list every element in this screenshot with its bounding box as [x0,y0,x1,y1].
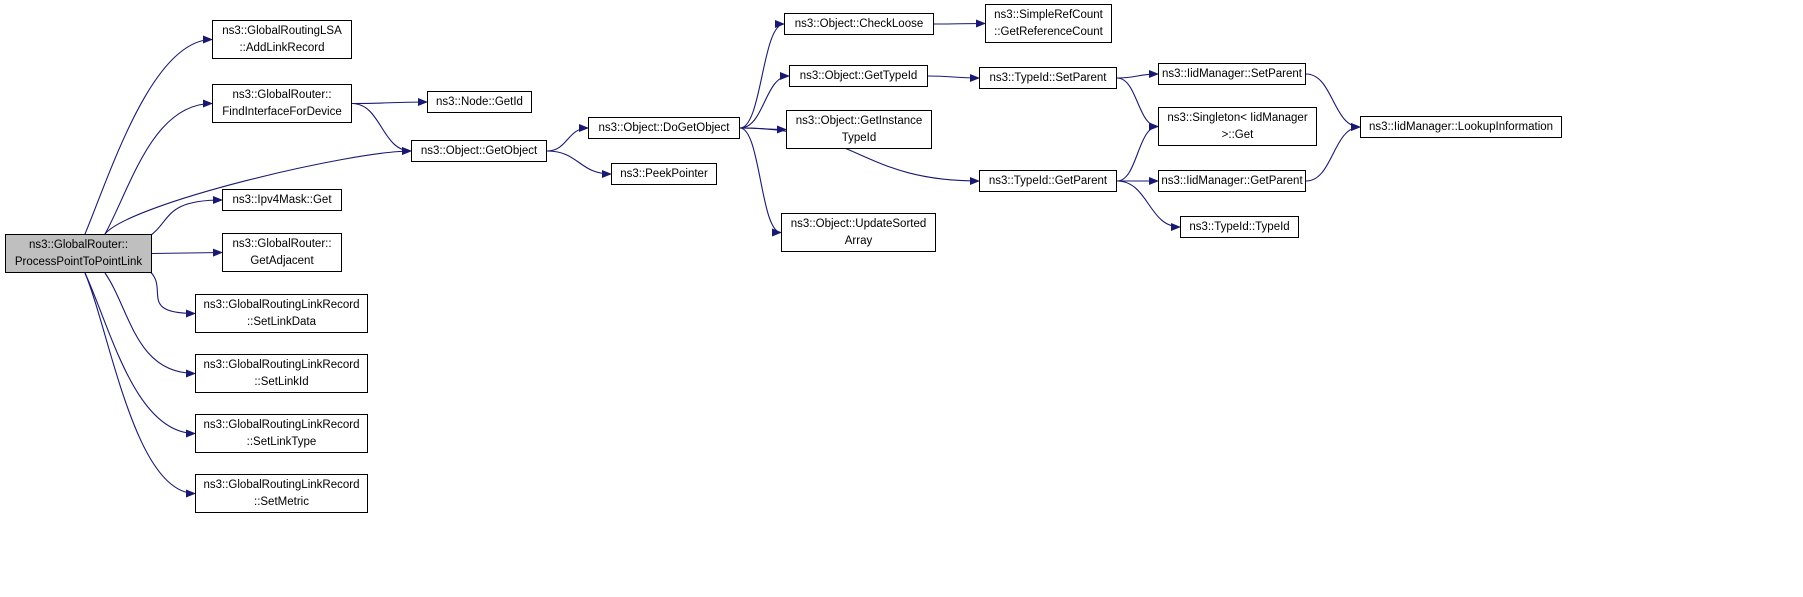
node-findif[interactable]: ns3::GlobalRouter:: FindInterfaceForDevi… [212,84,352,123]
node-root: ns3::GlobalRouter:: ProcessPointToPointL… [5,234,152,273]
edge-findif-to-nodegetid [351,98,428,107]
edge-dogetobject-to-gettypeid [739,72,790,129]
node-lookup[interactable]: ns3::IidManager::LookupInformation [1360,116,1562,138]
node-tgetparent[interactable]: ns3::TypeId::GetParent [979,170,1117,192]
edge-findif-to-getobject [351,102,412,155]
node-updatesorted[interactable]: ns3::Object::UpdateSorted Array [781,213,936,252]
edge-dogetobject-to-tgetparent [739,127,980,185]
node-refcount[interactable]: ns3::SimpleRefCount ::GetReferenceCount [985,4,1112,43]
node-getobject[interactable]: ns3::Object::GetObject [411,140,547,162]
node-getinstance[interactable]: ns3::Object::GetInstance TypeId [786,110,932,149]
edge-root-to-ipv4get [146,196,223,239]
node-singleton[interactable]: ns3::Singleton< IidManager >::Get [1158,107,1317,146]
node-typeidctor[interactable]: ns3::TypeId::TypeId [1180,216,1299,238]
node-getadj[interactable]: ns3::GlobalRouter:: GetAdjacent [222,233,342,272]
edge-tgetparent-to-typeidctor [1116,180,1181,231]
node-iidsetparent[interactable]: ns3::IidManager::SetParent [1158,63,1306,85]
edge-iidgetparent-to-lookup [1305,123,1361,182]
edge-tgetparent-to-singleton [1116,122,1159,182]
node-setlinktype[interactable]: ns3::GlobalRoutingLinkRecord ::SetLinkTy… [195,414,368,453]
edge-root-to-setlinkdata [146,268,196,318]
edge-gettypeid-to-tsetparent [927,73,980,82]
edge-tsetparent-to-singleton [1116,77,1159,131]
edge-checkloose-to-refcount [933,19,986,28]
edge-root-to-getadj [151,248,223,257]
edge-root-to-setlinkid [104,272,196,378]
node-setlinkdata[interactable]: ns3::GlobalRoutingLinkRecord ::SetLinkDa… [195,294,368,333]
node-checkloose[interactable]: ns3::Object::CheckLoose [784,13,934,35]
node-dogetobject[interactable]: ns3::Object::DoGetObject [588,117,740,139]
node-tsetparent[interactable]: ns3::TypeId::SetParent [979,67,1117,89]
edge-layer [84,19,1361,498]
edge-root-to-findif [104,99,213,235]
node-setmetric[interactable]: ns3::GlobalRoutingLinkRecord ::SetMetric [195,474,368,513]
node-iidgetparent[interactable]: ns3::IidManager::GetParent [1158,170,1306,192]
node-gettypeid[interactable]: ns3::Object::GetTypeId [789,65,928,87]
edge-dogetobject-to-checkloose [739,20,785,129]
node-peek[interactable]: ns3::PeekPointer [611,163,717,185]
node-ipv4get[interactable]: ns3::Ipv4Mask::Get [222,189,342,211]
edge-tsetparent-to-iidsetparent [1116,70,1159,79]
edge-getobject-to-peek [546,150,612,178]
node-nodegetid[interactable]: ns3::Node::GetId [427,91,532,113]
edge-root-to-setmetric [84,272,196,498]
edge-root-to-addlink [84,35,213,235]
edge-root-to-getobject [104,147,412,235]
node-addlink[interactable]: ns3::GlobalRoutingLSA ::AddLinkRecord [212,20,352,59]
edge-root-to-setlinktype [84,272,196,438]
edge-dogetobject-to-updatesorted [739,127,782,237]
node-setlinkid[interactable]: ns3::GlobalRoutingLinkRecord ::SetLinkId [195,354,368,393]
edge-getobject-to-dogetobject [546,124,589,152]
